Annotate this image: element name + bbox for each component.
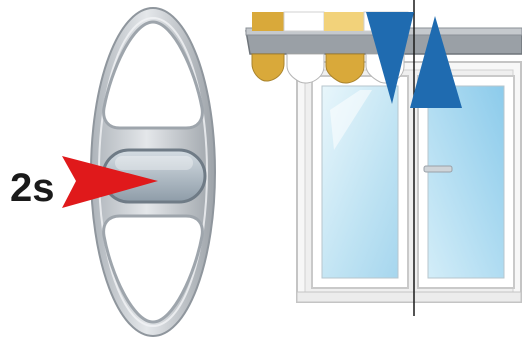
down-button[interactable] [102, 214, 204, 324]
remote-control [90, 7, 216, 337]
awning-stripe-1 [252, 12, 284, 31]
up-button[interactable] [102, 20, 204, 130]
down-arrow-icon [366, 12, 414, 104]
awning-valance-3 [325, 53, 365, 84]
up-arrow-icon [410, 16, 462, 108]
window-right-glass [427, 85, 505, 279]
stop-button-highlight [115, 156, 193, 170]
awning-stripe-3 [324, 12, 364, 31]
awning-valance-2 [286, 53, 325, 84]
glass-reflection [330, 90, 372, 150]
window-handle [423, 165, 453, 173]
window-illustration [296, 61, 522, 303]
press-arrow-icon [62, 156, 158, 208]
hold-duration-label: 2s [10, 166, 55, 210]
awning-valance-1 [251, 53, 285, 82]
awning-stripe-2 [283, 11, 325, 32]
window-sill [296, 291, 522, 303]
